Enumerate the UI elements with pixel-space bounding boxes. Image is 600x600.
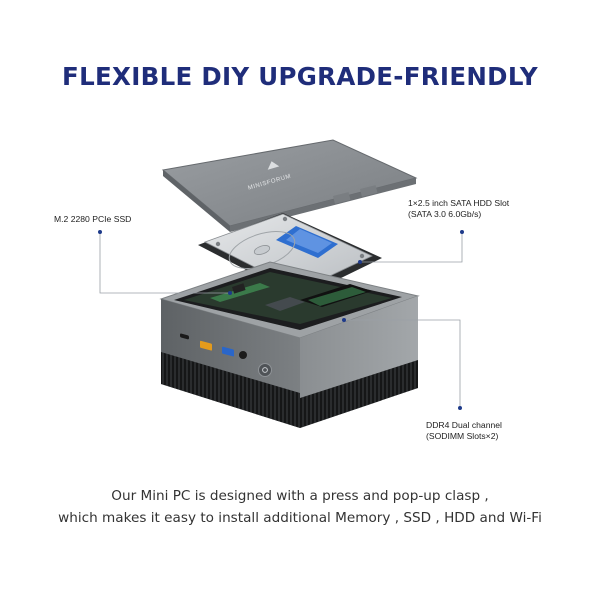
callout-hdd-line2: (SATA 3.0 6.0Gb/s) xyxy=(408,209,482,219)
callout-ram: DDR4 Dual channel (SODIMM Slots×2) xyxy=(426,420,502,442)
chassis xyxy=(159,261,420,428)
callout-hdd-line1: 1×2.5 inch SATA HDD Slot xyxy=(408,198,510,208)
caption-line-1: Our Mini PC is designed with a press and… xyxy=(111,488,489,504)
front-ports xyxy=(180,333,272,377)
callout-line-ssd xyxy=(98,230,232,295)
power-button-icon xyxy=(258,363,272,377)
page-title: FLEXIBLE DIY UPGRADE-FRIENDLY xyxy=(62,62,538,91)
caption-line-2: which makes it easy to install additiona… xyxy=(58,510,542,526)
callout-line-hdd xyxy=(358,230,464,264)
callout-ram-line1: DDR4 Dual channel xyxy=(426,420,502,430)
usb-port-blue xyxy=(222,346,234,357)
audio-jack xyxy=(239,351,247,359)
callout-ssd: M.2 2280 PCIe SSD xyxy=(54,214,132,224)
callout-hdd: 1×2.5 inch SATA HDD Slot (SATA 3.0 6.0Gb… xyxy=(408,198,509,220)
top-cover: MINISFORUM xyxy=(161,139,418,232)
usb-port-orange xyxy=(200,340,212,351)
usb-c-port xyxy=(180,333,189,340)
callout-line-ram xyxy=(342,318,462,410)
callout-ram-line2: (SODIMM Slots×2) xyxy=(426,431,499,441)
m2-ssd-card xyxy=(210,283,270,302)
